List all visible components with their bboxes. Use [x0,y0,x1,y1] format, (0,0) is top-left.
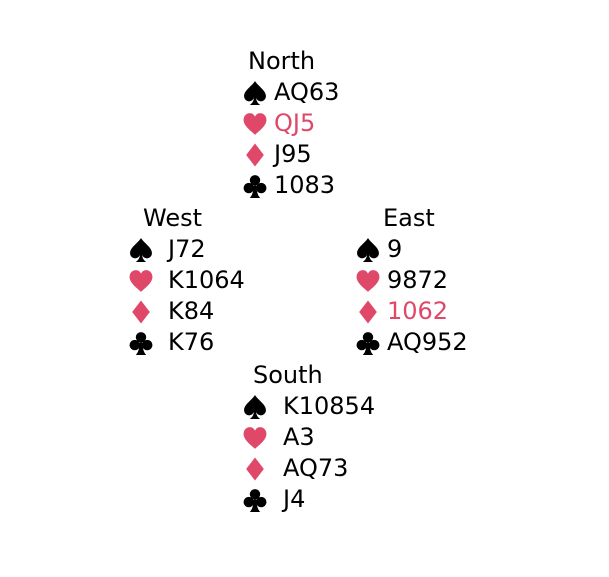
west-clubs-row: K76 [128,327,245,358]
west-spades-cards: J72 [168,235,206,263]
diamond-icon [128,299,154,325]
south-spades-row: K10854 [242,391,375,422]
west-hearts-row: K1064 [128,265,245,296]
west-hand: West J72 K1064 K84 K76 [128,203,245,358]
club-icon [242,173,268,199]
north-hand: North AQ63 QJ5 J95 1083 [242,46,339,201]
diamond-icon [242,456,268,482]
north-spades-row: AQ63 [242,77,339,108]
heart-icon [242,425,268,451]
diamond-icon [355,299,381,325]
west-diamonds-row: K84 [128,296,245,327]
north-diamonds-row: J95 [242,139,339,170]
south-label: South [253,361,323,389]
club-icon [355,330,381,356]
north-clubs-row: 1083 [242,170,339,201]
north-spades-cards: AQ63 [274,78,340,106]
spade-icon [242,80,268,106]
north-label: North [248,47,316,75]
south-hearts-cards: A3 [283,423,315,451]
east-clubs-row: AQ952 [355,327,468,358]
east-spades-row: 9 [355,234,468,265]
east-hearts-row: 9872 [355,265,468,296]
south-diamonds-row: AQ73 [242,453,375,484]
south-hand: South K10854 A3 AQ73 J4 [242,360,375,515]
north-diamonds-cards: J95 [274,140,312,168]
south-clubs-row: J4 [242,484,375,515]
spade-icon [242,394,268,420]
west-label: West [143,204,203,232]
east-clubs-cards: AQ952 [387,328,468,356]
spade-icon [128,237,154,263]
south-spades-cards: K10854 [283,392,376,420]
east-diamonds-cards: 1062 [387,297,449,325]
south-clubs-cards: J4 [283,485,306,513]
west-diamonds-cards: K84 [168,297,215,325]
heart-icon [128,268,154,294]
south-diamonds-cards: AQ73 [283,454,349,482]
heart-icon [355,268,381,294]
north-clubs-cards: 1083 [274,171,336,199]
club-icon [242,487,268,513]
heart-icon [242,111,268,137]
west-hearts-cards: K1064 [168,266,245,294]
south-hearts-row: A3 [242,422,375,453]
east-hearts-cards: 9872 [387,266,449,294]
north-hearts-cards: QJ5 [274,109,316,137]
east-spades-cards: 9 [387,235,403,263]
east-label: East [383,204,435,232]
east-hand: East 9 9872 1062 AQ952 [355,203,468,358]
diamond-icon [242,142,268,168]
west-clubs-cards: K76 [168,328,215,356]
spade-icon [355,237,381,263]
east-diamonds-row: 1062 [355,296,468,327]
north-hearts-row: QJ5 [242,108,339,139]
club-icon [128,330,154,356]
west-spades-row: J72 [128,234,245,265]
